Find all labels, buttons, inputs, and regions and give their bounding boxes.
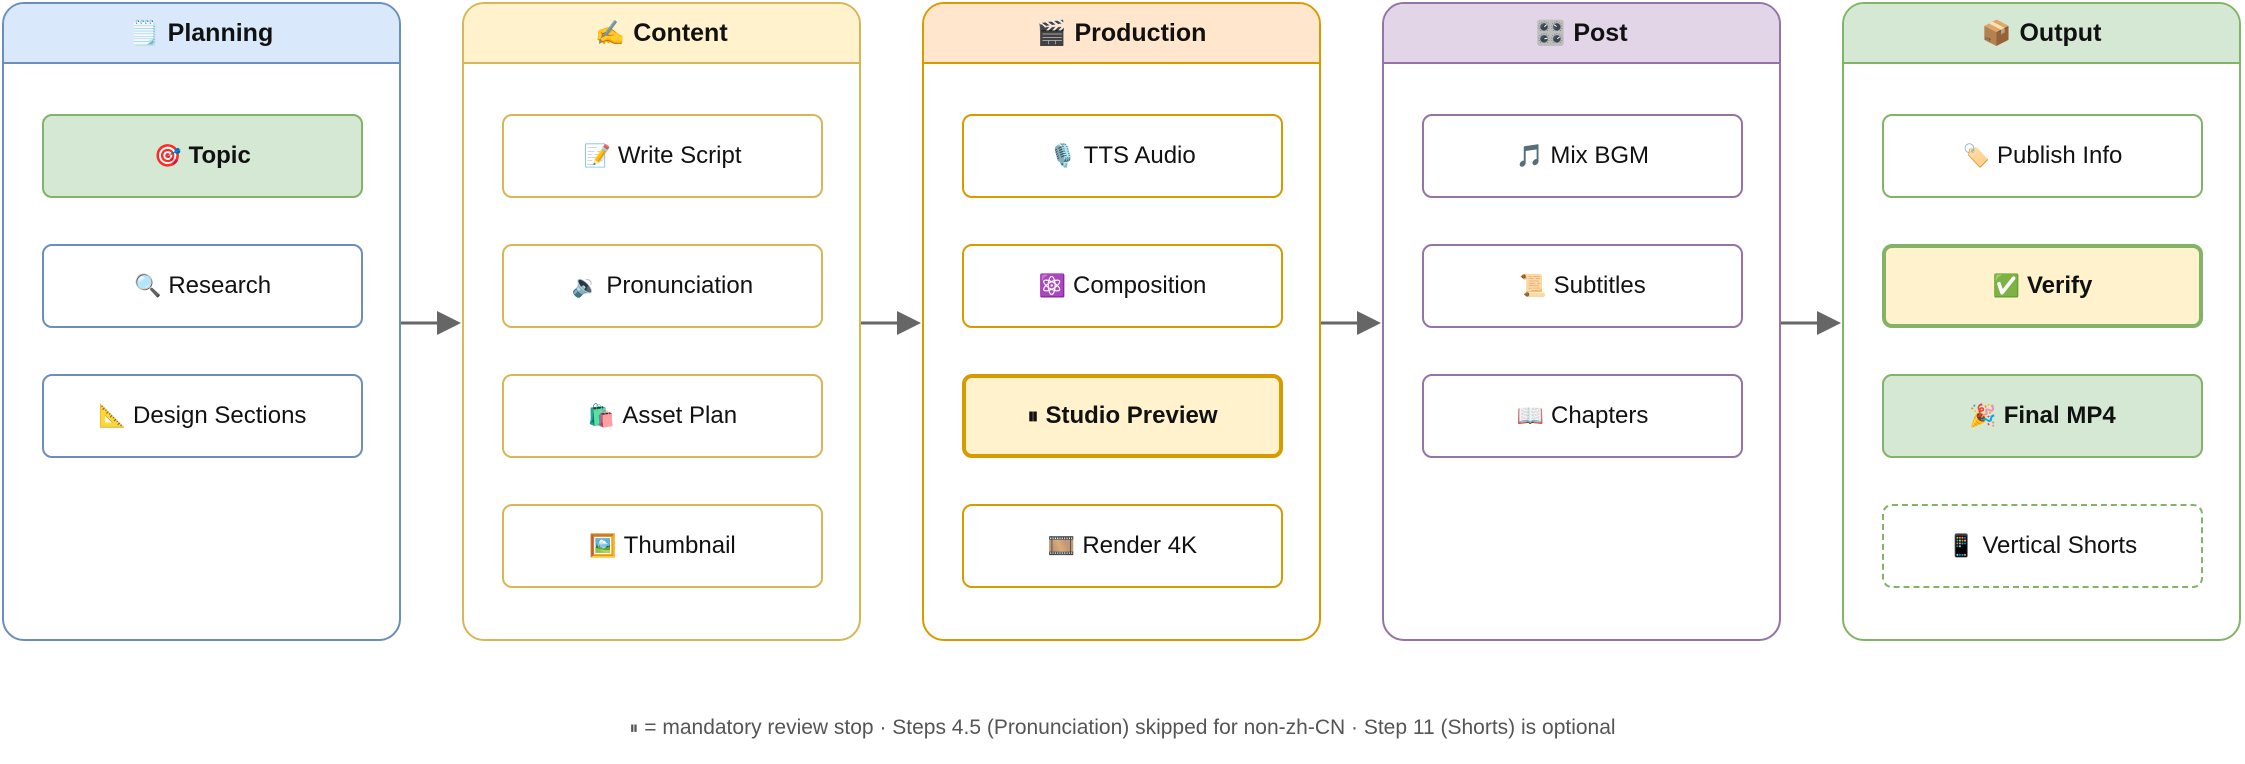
step-label: Subtitles (1553, 272, 1646, 299)
asset-plan-icon: 🛍️ (587, 403, 616, 428)
design-sections-icon: 📐 (98, 403, 126, 428)
thumbnail-icon: 🖼️ (589, 533, 617, 558)
lane-production: 🎬Production 🎙️TTS Audio ⚛️ Composition ⏸Stud… (922, 2, 1321, 641)
verify-icon: ✅ (1992, 273, 2020, 298)
production-icon: 🎬 (1036, 19, 1067, 47)
step-label: Asset Plan (622, 402, 738, 429)
step-label: Final MP4 (2003, 402, 2116, 429)
topic-icon: 🎯 (154, 143, 182, 168)
subtitles-icon: 📜 (1519, 273, 1547, 298)
step-label: Research (168, 272, 272, 299)
planning-icon: 🗒️ (129, 19, 160, 47)
step-composition: ⚛️ Composition (962, 244, 1283, 328)
mix-bgm-icon: 🎵 (1515, 143, 1544, 168)
step-tts-audio: 🎙️TTS Audio (962, 114, 1283, 198)
step-design-sections: 📐Design Sections (42, 374, 363, 458)
step-label: Topic (188, 142, 251, 169)
lane-title: Production (1074, 18, 1207, 47)
final-mp4-icon: 🎉 (1969, 403, 1997, 428)
flow-arrow-4 (1781, 311, 1841, 335)
tts-audio-icon: 🎙️ (1049, 143, 1077, 168)
legend-text: = mandatory review stop · Steps 4.5 (Pro… (644, 716, 1616, 739)
step-label: Composition (1073, 272, 1207, 299)
step-label: Publish Info (1996, 142, 2123, 169)
step-verify: ✅ Verify (1882, 244, 2203, 328)
publish-info-icon: 🏷️ (1962, 143, 1990, 168)
lane-post: 🎛️Post 🎵Mix BGM 📜Subtitles 📖 Chapters (1382, 2, 1781, 641)
write-script-icon: 📝 (583, 143, 611, 168)
composition-icon: ⚛️ (1038, 273, 1066, 298)
step-write-script: 📝Write Script (502, 114, 823, 198)
lane-output: 📦Output 🏷️Publish Info ✅ Verify 🎉Final MP4 📱V… (1842, 2, 2241, 641)
lane-header-planning: 🗒️Planning (4, 4, 399, 64)
flow-arrow-1 (401, 311, 461, 335)
lane-header-post: 🎛️Post (1384, 4, 1779, 64)
step-studio-preview: ⏸Studio Preview (962, 374, 1283, 458)
lane-title: Planning (167, 18, 274, 47)
step-label: Render 4K (1082, 532, 1198, 559)
step-label: TTS Audio (1083, 142, 1196, 169)
step-research: 🔍Research (42, 244, 363, 328)
flow-arrow-2 (861, 311, 921, 335)
lane-title: Content (633, 18, 728, 47)
lane-header-production: 🎬Production (924, 4, 1319, 64)
step-chapters: 📖 Chapters (1422, 374, 1743, 458)
content-icon: ✍️ (595, 19, 626, 47)
research-icon: 🔍 (133, 273, 162, 298)
step-label: Chapters (1551, 402, 1649, 429)
step-label: Write Script (617, 142, 742, 169)
step-subtitles: 📜Subtitles (1422, 244, 1743, 328)
legend: ⏸ = mandatory review stop · Steps 4.5 (P… (0, 716, 2245, 740)
lane-header-content: ✍️Content (464, 4, 859, 64)
step-asset-plan: 🛍️Asset Plan (502, 374, 823, 458)
step-label: Vertical Shorts (1982, 532, 2138, 559)
render-4k-icon: 🎞️ (1047, 533, 1076, 558)
step-mix-bgm: 🎵Mix BGM (1422, 114, 1743, 198)
flow-arrow-3 (1321, 311, 1381, 335)
lane-title: Output (2019, 18, 2102, 47)
lane-header-output: 📦Output (1844, 4, 2239, 64)
step-publish-info: 🏷️Publish Info (1882, 114, 2203, 198)
step-label: Verify (2027, 272, 2093, 299)
studio-preview-icon: ⏸ (1027, 403, 1039, 428)
lane-content: ✍️Content 📝Write Script 🔉Pronunciation 🛍️As… (462, 2, 861, 641)
pronunciation-icon: 🔉 (571, 273, 600, 298)
post-icon: 🎛️ (1535, 19, 1566, 47)
step-label: Mix BGM (1550, 142, 1650, 169)
step-topic: 🎯Topic (42, 114, 363, 198)
step-vertical-shorts: 📱Vertical Shorts (1882, 504, 2203, 588)
step-final-mp4: 🎉Final MP4 (1882, 374, 2203, 458)
chapters-icon: 📖 (1516, 403, 1544, 428)
lane-planning: 🗒️Planning 🎯Topic 🔍Research 📐Design Section… (2, 2, 401, 641)
vertical-shorts-icon: 📱 (1947, 533, 1976, 558)
step-label: Thumbnail (623, 532, 736, 559)
step-render-4k: 🎞️Render 4K (962, 504, 1283, 588)
step-thumbnail: 🖼️Thumbnail (502, 504, 823, 588)
step-label: Design Sections (132, 402, 307, 429)
step-label: Studio Preview (1045, 402, 1218, 429)
step-label: Pronunciation (606, 272, 754, 299)
step-pronunciation: 🔉Pronunciation (502, 244, 823, 328)
output-icon: 📦 (1981, 19, 2012, 47)
pause-icon: ⏸ (629, 718, 639, 738)
lane-title: Post (1573, 18, 1628, 47)
